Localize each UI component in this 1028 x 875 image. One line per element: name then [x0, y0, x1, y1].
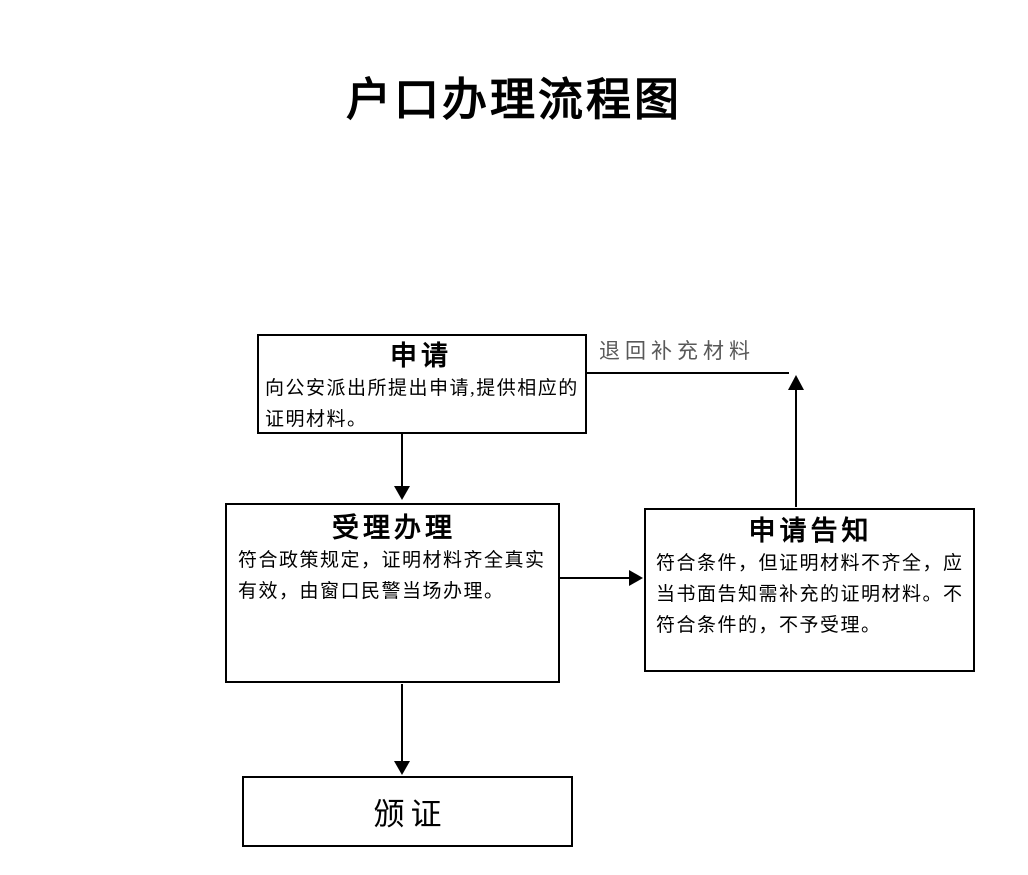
- arrowhead-up-icon: [788, 375, 804, 390]
- node-body-apply: 向公安派出所提出申请,提供相应的 证明材料。: [265, 373, 579, 432]
- arrowhead-down-icon: [394, 486, 410, 500]
- node-body-line: 符合政策规定，证明材料齐全真实: [238, 550, 546, 571]
- flow-node-notify: 申请告知 符合条件，但证明材料不齐全，应 当书面告知需补充的证明材料。不 符合条…: [644, 508, 975, 672]
- arrow-notify-return-to-apply: [587, 372, 804, 507]
- node-body-line: 证明材料。: [265, 409, 368, 430]
- edge-label-return-materials: 退回补充材料: [599, 339, 755, 363]
- node-body-line: 有效，由窗口民警当场办理。: [238, 581, 505, 602]
- node-body-process: 符合政策规定，证明材料齐全真实 有效，由窗口民警当场办理。: [238, 545, 550, 607]
- flow-node-process: 受理办理 符合政策规定，证明材料齐全真实 有效，由窗口民警当场办理。: [225, 503, 560, 683]
- node-body-notify: 符合条件，但证明材料不齐全，应 当书面告知需补充的证明材料。不 符合条件的，不予…: [656, 548, 965, 641]
- arrowhead-down-icon: [394, 761, 410, 775]
- node-body-line: 当书面告知需补充的证明材料。不: [656, 584, 964, 605]
- arrowhead-right-icon: [629, 570, 643, 586]
- node-title-process: 受理办理: [332, 513, 456, 543]
- flow-node-issue: 颁证: [242, 776, 573, 847]
- page-title: 户口办理流程图: [345, 74, 682, 125]
- node-title-issue: 颁证: [373, 797, 448, 832]
- arrow-process-to-notify: [560, 570, 643, 586]
- arrow-apply-to-process: [394, 434, 410, 500]
- flow-node-apply: 申请 向公安派出所提出申请,提供相应的 证明材料。: [257, 334, 587, 434]
- node-body-line: 向公安派出所提出申请,提供相应的: [265, 378, 579, 399]
- node-title-notify: 申请告知: [748, 516, 873, 546]
- node-body-line: 符合条件，但证明材料不齐全，应: [656, 553, 964, 574]
- arrow-process-to-issue: [394, 684, 410, 775]
- node-body-line: 符合条件的，不予受理。: [656, 615, 882, 636]
- node-title-apply: 申请: [390, 341, 452, 371]
